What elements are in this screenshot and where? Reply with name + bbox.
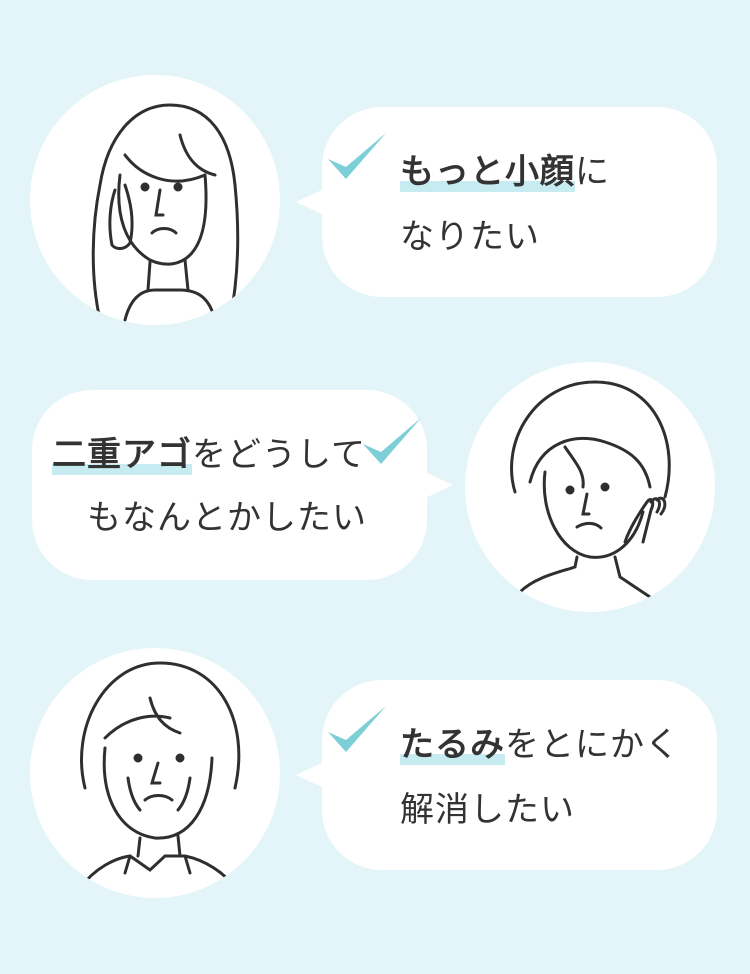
avatar-woman-short-hair (465, 362, 715, 612)
woman-short-hair-hand-on-chin-icon (510, 380, 671, 599)
concern-line-1: 二重アゴをどうして (52, 435, 366, 475)
concern-line-2: なりたい (400, 217, 540, 257)
concern-keyword: たるみ (400, 725, 505, 765)
woman-long-hair-touching-cheek-icon (91, 103, 240, 322)
bubble-tail (296, 188, 326, 216)
concern-text: をどうして (192, 435, 366, 475)
concern-line-1: もっと小顔に (400, 152, 610, 192)
avatar-woman-long-hair (30, 75, 280, 325)
concern-line-2: 解消したい (400, 790, 575, 830)
concern-keyword: もっと小顔 (400, 152, 575, 192)
concern-text: に (575, 152, 610, 192)
concern-line-2: もなんとかしたい (87, 498, 367, 538)
speech-bubble-1: もっと小顔に なりたい (296, 107, 717, 297)
older-woman-bob-hair-frowning-icon (78, 661, 241, 890)
speech-bubble-3: たるみをとにかく 解消したい (296, 680, 717, 870)
avatar-older-woman-bob (30, 648, 280, 898)
checkmark-icon (328, 133, 386, 179)
concern-text: をとにかく (505, 725, 680, 765)
bubble-tail (296, 761, 326, 789)
bubble-tail (423, 471, 453, 499)
checkmark-icon (363, 418, 421, 464)
checkmark-icon (328, 706, 386, 752)
concern-line-1: たるみをとにかく (400, 725, 680, 765)
speech-bubble-2: 二重アゴをどうして もなんとかしたい (32, 390, 453, 580)
concern-keyword: 二重アゴ (52, 435, 192, 475)
